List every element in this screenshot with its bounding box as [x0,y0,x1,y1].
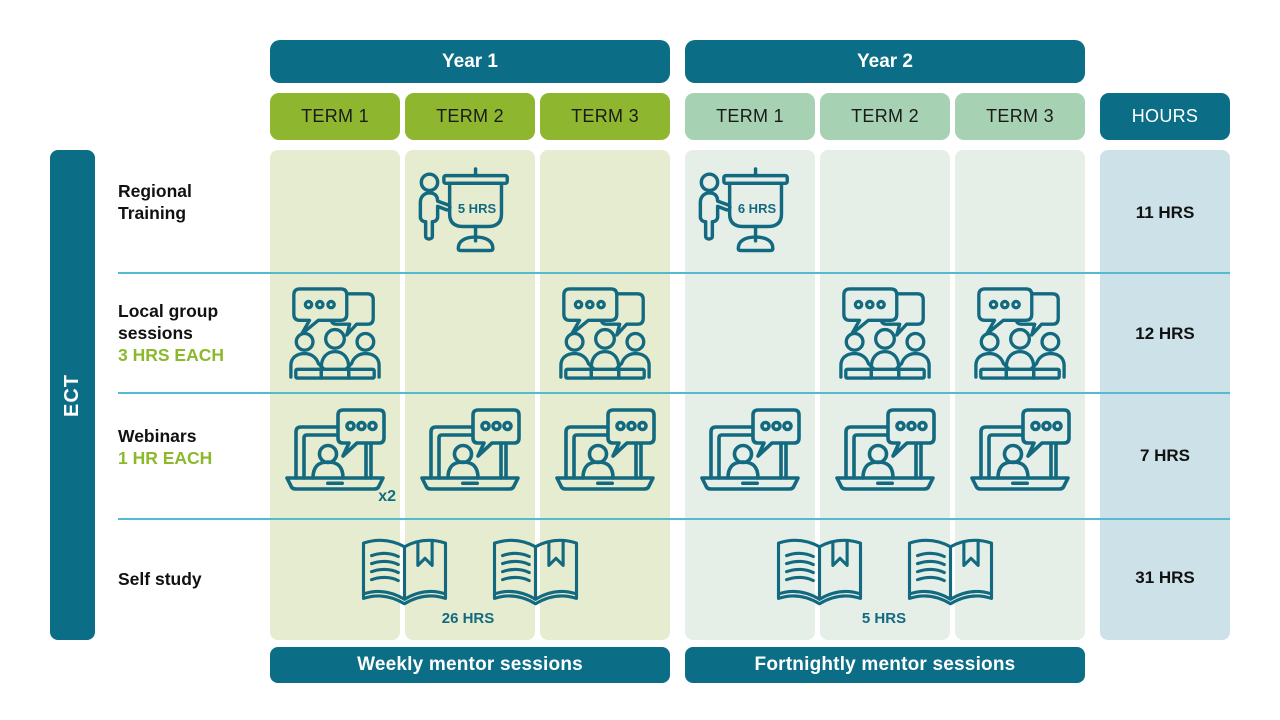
webinar-laptop-icon [550,407,660,504]
year1-term3-header: TERM 3 [540,93,670,140]
ect-sidebar: ECT [50,150,95,640]
group-discussion-icon [834,285,936,383]
row-label-text: Self study [118,569,202,589]
webinar-laptop-icon [830,407,940,504]
year2-term3-header: TERM 3 [955,93,1085,140]
group-discussion-icon [554,285,656,383]
year2-term2-header: TERM 2 [820,93,950,140]
hours-column [1100,150,1230,640]
year1-header: Year 1 [270,40,670,83]
webinar-laptop-icon [695,407,805,504]
webinar-laptop-icon [415,407,525,504]
row-label-self-study: Self study [118,568,256,590]
row-divider [118,272,1230,274]
hours-total-webinars: 7 HRS [1139,446,1191,465]
webinar-count-badge: x2 [378,488,396,505]
self-study-hours-badge-year2: 5 HRS [861,610,907,627]
presentation-flipchart-icon: 5 HRS [415,167,515,263]
group-discussion-icon [284,285,386,383]
webinar-laptop-icon: x2 [280,407,396,505]
presentation-flipchart-icon: 6 HRS [695,167,795,263]
year1-term1-column [270,150,400,640]
fortnightly-mentor-sessions-bar: Fortnightly mentor sessions [685,647,1085,683]
year1-term1-header: TERM 1 [270,93,400,140]
row-label-text: Local group sessions [118,301,219,343]
row-divider [118,392,1230,394]
year1-term2-header: TERM 2 [405,93,535,140]
open-book-icon [767,528,872,610]
row-sublabel-text: 3 HRS EACH [118,345,224,365]
row-sublabel-text: 1 HR EACH [118,448,213,468]
hours-total-local-group-sessions: 12 HRS [1135,324,1195,343]
row-label-regional-training: Regional Training [118,180,256,224]
row-label-text: Regional Training [118,181,192,223]
hours-column-header: HOURS [1100,93,1230,140]
webinar-laptop-icon [965,407,1075,504]
ect-label: ECT [61,373,83,417]
group-discussion-icon [969,285,1071,383]
row-label-text: Webinars [118,426,197,446]
row-divider [118,518,1230,520]
row-label-local-group-sessions: Local group sessions 3 HRS EACH [118,300,256,366]
self-study-hours-badge-year1: 26 HRS [441,610,495,627]
year2-term1-header: TERM 1 [685,93,815,140]
open-book-icon [898,528,1003,610]
hours-total-self-study: 31 HRS [1135,568,1195,587]
weekly-mentor-sessions-bar: Weekly mentor sessions [270,647,670,683]
year1-label: Year 1 [442,50,498,72]
year2-header: Year 2 [685,40,1085,83]
row-label-webinars: Webinars 1 HR EACH [118,425,256,469]
open-book-icon [352,528,457,610]
regional-training-hours-badge: 5 HRS [457,201,497,216]
regional-training-hours-badge: 6 HRS [737,201,777,216]
year2-label: Year 2 [857,50,913,72]
open-book-icon [483,528,588,610]
hours-total-regional-training: 11 HRS [1135,203,1195,222]
